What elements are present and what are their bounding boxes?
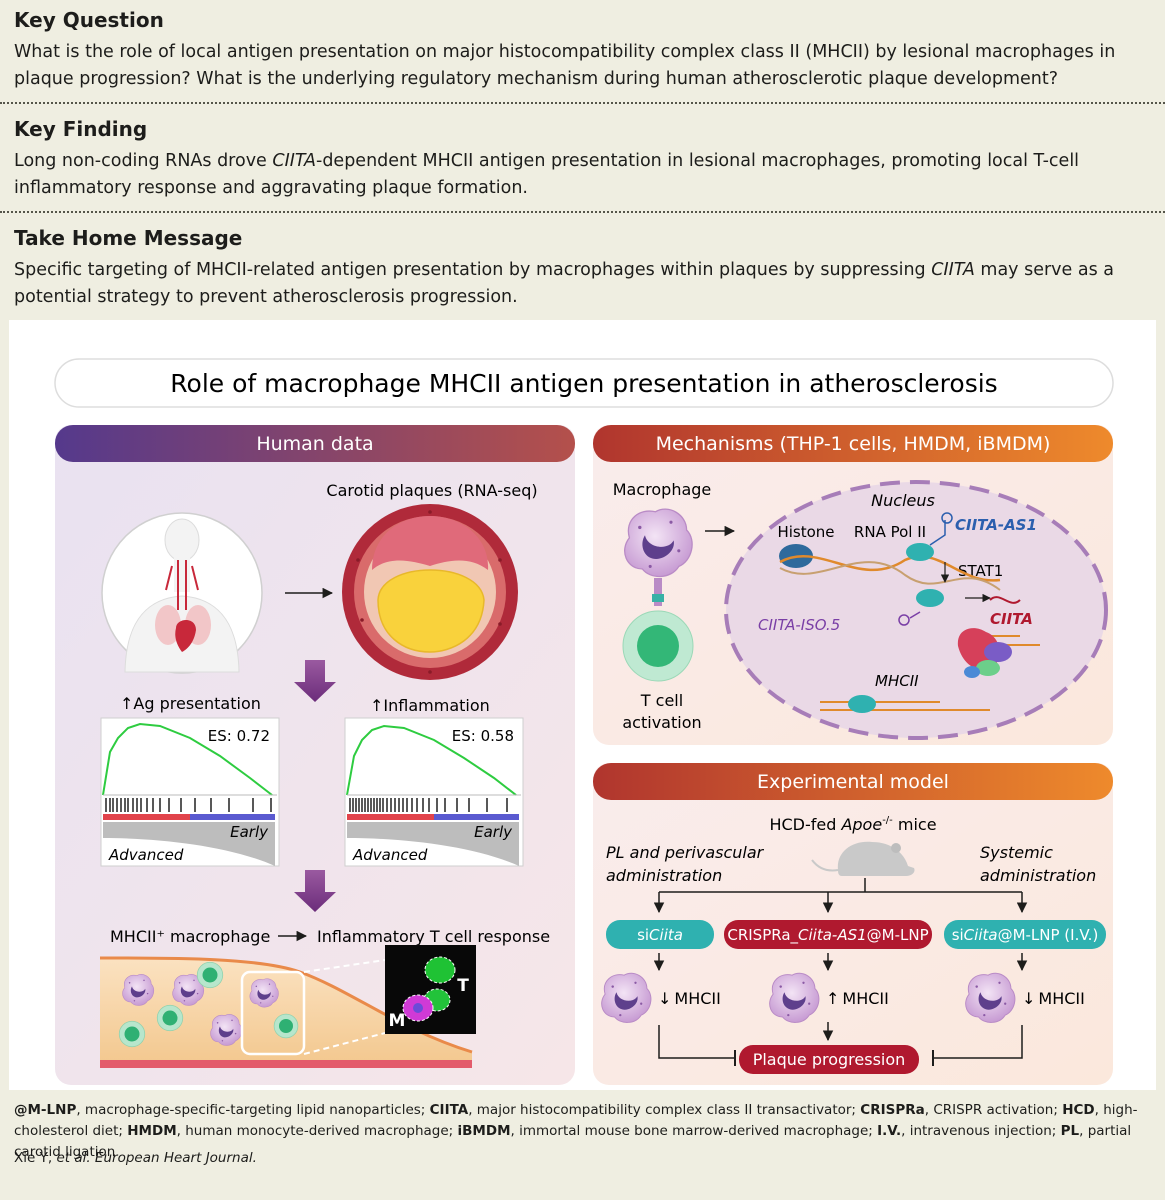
mhcii-macrophage-label: MHCII⁺ macrophage xyxy=(110,927,270,946)
key-question-heading: Key Question xyxy=(14,8,164,32)
nucleus-label: Nucleus xyxy=(871,491,935,510)
inflammation-label: ↑Inflammation xyxy=(370,696,490,715)
tcell-response-label: Inflammatory T cell response xyxy=(317,927,550,946)
tcell-activation-line1: T cell xyxy=(640,691,683,710)
human-data-header xyxy=(55,425,575,462)
early-label-inflammation: Early xyxy=(474,823,513,841)
graphical-abstract: Role of macrophage MHCII antigen present… xyxy=(54,358,1114,1085)
plaque-progression-text: Plaque progression xyxy=(753,1050,906,1069)
divider xyxy=(0,211,1165,213)
es-value-ag: ES: 0.72 xyxy=(208,727,270,745)
mechanisms-title: Mechanisms (THP-1 cells, HMDM, iBMDM) xyxy=(656,433,1051,455)
take-home-text: Specific targeting of MHCII-related anti… xyxy=(14,260,1114,307)
stat1-label: STAT1 xyxy=(958,562,1003,580)
ag-presentation-label: ↑Ag presentation xyxy=(120,694,261,713)
gsea-hit-bars-ag xyxy=(105,798,272,812)
treatment-arrows xyxy=(653,953,1028,972)
main-title: Role of macrophage MHCII antigen present… xyxy=(170,369,997,398)
down-arrow-1 xyxy=(294,660,336,702)
mhcii-up: ↑MHCII xyxy=(826,989,889,1008)
histone-label: Histone xyxy=(777,523,834,541)
mhcii-down-1: ↓MHCII xyxy=(658,989,721,1008)
mhcii-down-2: ↓MHCII xyxy=(1022,989,1085,1008)
outcome-lines xyxy=(658,1022,1023,1066)
rnapol-label: RNA Pol II xyxy=(854,523,926,541)
mice-label: HCD-fed Apoe-/- mice xyxy=(769,815,936,834)
gsea-hit-bars-inflammation xyxy=(349,798,508,812)
key-question-section: Key Question What is the role of local a… xyxy=(14,8,1151,93)
tcell-activation-line2: activation xyxy=(622,713,701,732)
micro-m-label: M xyxy=(389,1011,406,1031)
pill-siciita xyxy=(606,920,714,949)
pill-siciita-lnp xyxy=(944,920,1106,949)
take-home-section: Take Home Message Specific targeting of … xyxy=(14,226,1151,311)
experimental-title: Experimental model xyxy=(757,771,949,793)
macrophage-label: Macrophage xyxy=(613,480,712,499)
pill-crispra xyxy=(724,920,932,949)
gsea-plot-inflammation: ES: 0.58 Early Advanced xyxy=(344,717,524,867)
key-finding-text: Long non-coding RNAs drove CIITA-depende… xyxy=(14,151,1080,198)
pill-siciita-lnp-text: siCiita@M-LNP (I.V.) xyxy=(952,926,1099,944)
figure-svg-wrap: Role of macrophage MHCII antigen present… xyxy=(54,358,1114,1085)
ciita-iso-label: CIITA-ISO.5 xyxy=(758,616,840,634)
key-finding-section: Key Finding Long non-coding RNAs drove C… xyxy=(14,117,1151,202)
gsea-plot-ag: ES: 0.72 Early Advanced xyxy=(100,717,280,867)
key-finding-heading: Key Finding xyxy=(14,117,148,141)
dna-transcription-illustration xyxy=(779,512,1040,713)
experimental-header xyxy=(593,763,1113,800)
ciita-as1-label: CIITA-AS1 xyxy=(955,516,1037,534)
microscopy-image: M T xyxy=(385,945,476,1034)
nucleus xyxy=(724,480,1108,740)
main-title-pill xyxy=(54,358,1114,408)
pill-siciita-text: siCiita xyxy=(637,926,683,944)
advanced-label-ag: Advanced xyxy=(108,846,184,864)
right-admin-line1: Systemic xyxy=(980,843,1053,862)
left-admin-line1: PL and perivascular xyxy=(606,843,765,862)
footnote: @M-LNP, macrophage-specific-targeting li… xyxy=(14,1102,1138,1160)
mouse-icon xyxy=(811,841,915,876)
citation: Xie Y, et al. European Heart Journal. xyxy=(14,1150,257,1166)
divider xyxy=(0,102,1165,104)
micro-t-label: T xyxy=(457,976,469,996)
plaque-progression-pill xyxy=(739,1045,919,1074)
es-value-inflammation: ES: 0.58 xyxy=(452,727,514,745)
early-label-ag: Early xyxy=(230,823,269,841)
mhcii-gene-label: MHCII xyxy=(875,672,919,690)
take-home-heading: Take Home Message xyxy=(14,226,243,250)
carotid-label: Carotid plaques (RNA-seq) xyxy=(326,481,537,500)
ciita-label: CIITA xyxy=(990,610,1033,628)
mhcii-receptor xyxy=(654,578,662,606)
carotid-plaque-illustration xyxy=(342,504,518,680)
branch-lines xyxy=(653,878,1028,914)
human-body-icon xyxy=(124,518,240,673)
right-admin-line2: administration xyxy=(980,866,1096,885)
down-arrow-2 xyxy=(294,870,336,912)
pill-crispra-text: CRISPRa_Ciita-AS1@M-LNP xyxy=(727,926,928,945)
gsea-curve-ag xyxy=(102,722,273,796)
gsea-curve-inflammation xyxy=(346,724,517,796)
key-question-text: What is the role of local antigen presen… xyxy=(14,42,1116,89)
advanced-label-inflammation: Advanced xyxy=(352,846,428,864)
left-admin-line2: administration xyxy=(606,866,722,885)
human-data-title: Human data xyxy=(256,433,373,455)
mechanisms-header xyxy=(593,425,1113,462)
